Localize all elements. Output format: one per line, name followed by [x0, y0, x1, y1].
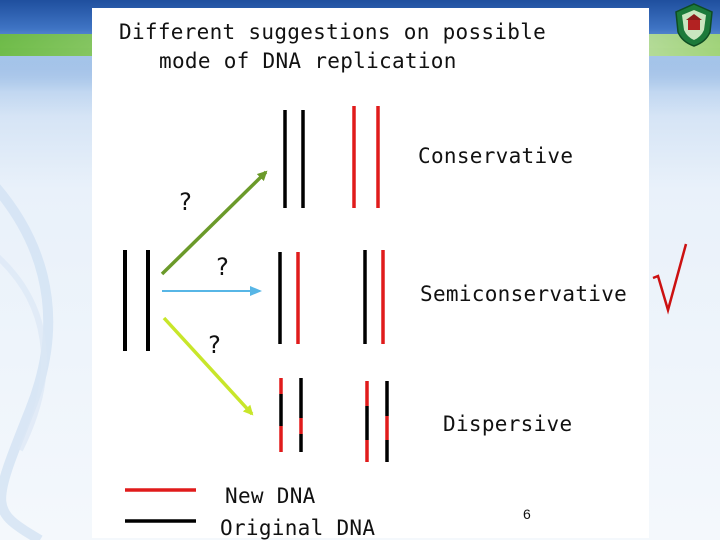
parent-dna: [123, 250, 150, 351]
title-line-1: Different suggestions on possible: [119, 20, 547, 44]
label-semiconservative: Semiconservative: [420, 282, 628, 306]
replication-diagram: [123, 106, 389, 523]
university-logo: [675, 3, 713, 47]
label-dispersive: Dispersive: [443, 412, 573, 436]
page-number: 6: [523, 506, 531, 522]
conservative-dna: [283, 106, 380, 208]
arrow-dispersive: [162, 316, 254, 416]
question-mark-dispersive: ?: [207, 331, 222, 359]
question-mark-semiconservative: ?: [215, 253, 230, 281]
legend-new-dna-label: New DNA: [225, 484, 316, 508]
dispersive-dna: [279, 378, 389, 462]
title-line-2: mode of DNA replication: [159, 49, 457, 73]
legend-original-dna-label: Original DNA: [220, 516, 376, 540]
slide-title: Different suggestions on possible mode of…: [119, 18, 546, 76]
slide-content: Different suggestions on possible mode of…: [92, 8, 649, 540]
semiconservative-dna: [278, 250, 385, 344]
arrow-conservative: [160, 170, 268, 276]
background-swirl: [0, 184, 54, 540]
correct-checkmark-icon: [652, 243, 688, 315]
label-conservative: Conservative: [418, 144, 574, 168]
question-mark-conservative: ?: [178, 188, 193, 216]
